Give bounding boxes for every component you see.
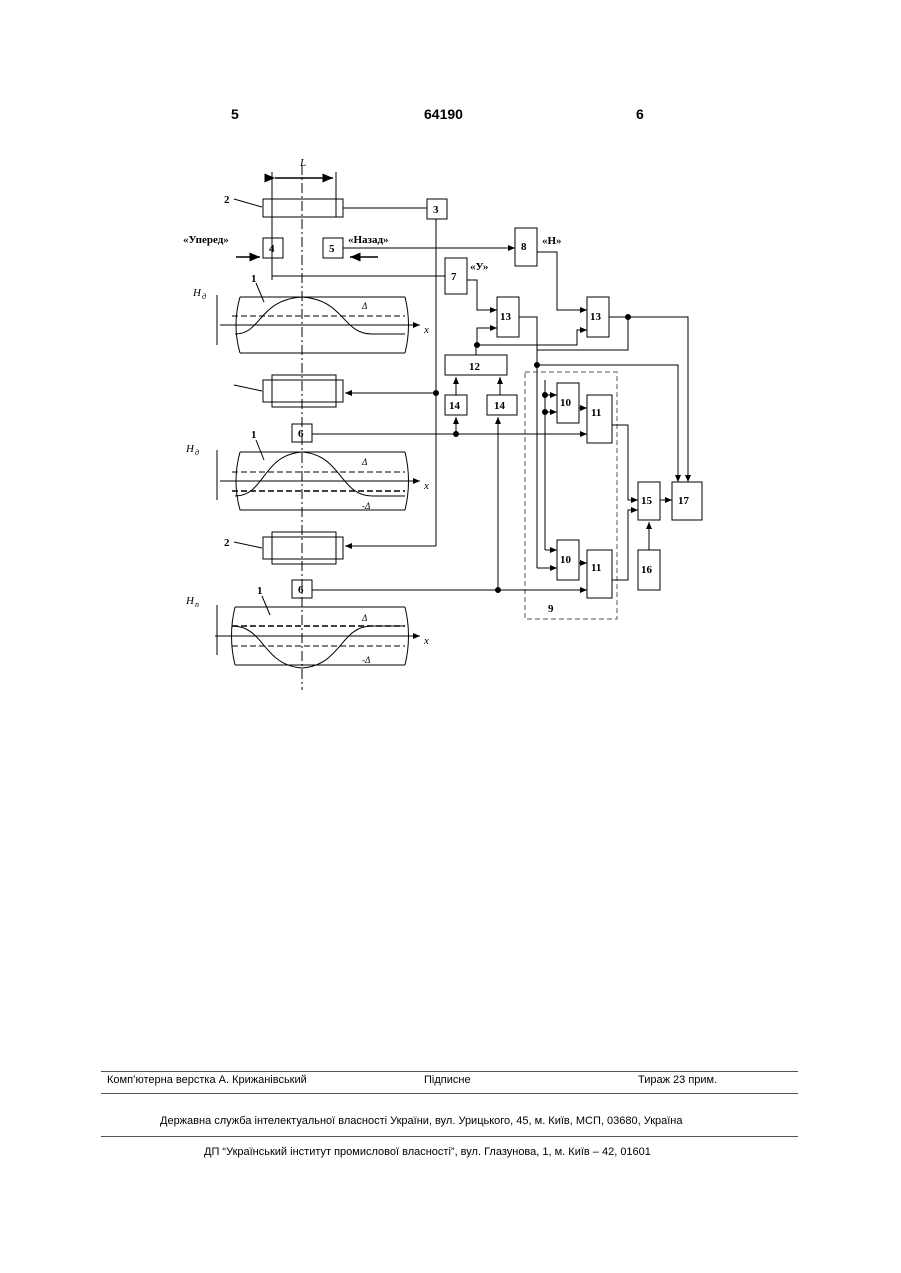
block-11b-box [587, 550, 612, 598]
forward-label: «Уперед» [183, 234, 229, 246]
footer-agency: Державна служба інтелектуальної власност… [160, 1115, 683, 1127]
label-5: 5 [329, 243, 335, 255]
footer-signed: Підписне [424, 1074, 471, 1086]
footer-institute: ДП “Український інститут промислової вла… [204, 1146, 651, 1158]
label-13b: 13 [590, 311, 602, 323]
delta-2: Δ [361, 457, 367, 467]
label-12: 12 [469, 361, 481, 373]
axis-h-2: H [185, 443, 195, 455]
label-9: 9 [548, 603, 554, 615]
label-14a: 14 [449, 400, 461, 412]
footer-rule-top [101, 1071, 798, 1072]
transducer-2-bottom [263, 537, 343, 559]
minus-delta-3: -Δ [362, 655, 370, 665]
pipe-section-2 [217, 450, 420, 510]
axis-h-3: H [185, 595, 195, 607]
transducer-middle [263, 380, 343, 402]
block-9-frame [525, 372, 617, 619]
label-4: 4 [269, 243, 275, 255]
axis-h-3-sub: п [195, 600, 199, 609]
axis-h-2-sub: д [195, 448, 199, 457]
pipe-section-1 [217, 295, 420, 353]
label-2-top: 2 [224, 194, 230, 206]
back-label: «Назад» [348, 234, 389, 246]
transducer-2-top [263, 199, 343, 217]
label-1a: 1 [251, 273, 257, 285]
label-16: 16 [641, 564, 653, 576]
footer-layout-by: Комп’ютерна верстка А. Крижанівський [107, 1074, 307, 1086]
label-11b: 11 [591, 562, 601, 574]
axis-h-1-sub: д [202, 292, 206, 301]
label-10b: 10 [560, 554, 572, 566]
dimension-label: L [299, 157, 306, 169]
block-11a-box [587, 395, 612, 443]
label-6a: 6 [298, 428, 304, 440]
label-13a: 13 [500, 311, 512, 323]
label-3: 3 [433, 204, 439, 216]
label-1c: 1 [257, 585, 263, 597]
signal-n-label: «Н» [542, 235, 562, 247]
axis-x-2: x [423, 480, 429, 492]
label-17: 17 [678, 495, 690, 507]
label-1b: 1 [251, 429, 257, 441]
block-diagram-figure: L 2 3 «Уперед» 4 5 «Назад» 8 «Н» 7 «У» 1… [0, 0, 901, 700]
label-2-bottom: 2 [224, 537, 230, 549]
minus-delta-2: -Δ [362, 501, 370, 511]
footer-rule-middle [101, 1093, 798, 1094]
footer-rule-bottom [101, 1136, 798, 1137]
delta-1: Δ [361, 301, 367, 311]
delta-3: Δ [361, 613, 367, 623]
axis-x-3: x [423, 635, 429, 647]
axis-h-1: H [192, 287, 202, 299]
label-11a: 11 [591, 407, 601, 419]
footer-circulation: Тираж 23 прим. [638, 1074, 717, 1086]
pipe-section-3 [215, 605, 420, 668]
label-6b: 6 [298, 584, 304, 596]
label-8: 8 [521, 241, 527, 253]
label-15: 15 [641, 495, 653, 507]
label-14b: 14 [494, 400, 506, 412]
axis-x-1: x [423, 324, 429, 336]
signal-u-label: «У» [470, 261, 488, 273]
label-7: 7 [451, 271, 457, 283]
label-10a: 10 [560, 397, 572, 409]
